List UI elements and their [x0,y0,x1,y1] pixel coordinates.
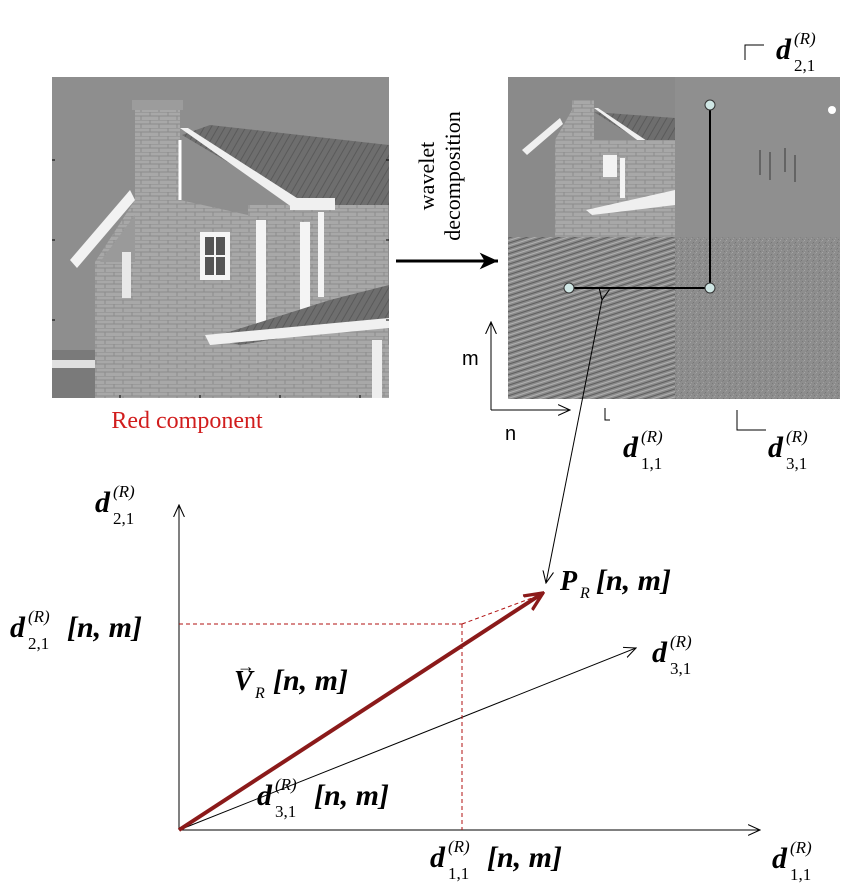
svg-text:(R): (R) [641,427,663,446]
axis-label-d21: d (R) 2,1 [95,482,135,528]
marker-d11 [563,282,575,294]
house-image-red-component [52,77,389,398]
svg-text:d: d [10,611,26,644]
axis-label-d31: d (R) 3,1 [652,632,692,678]
svg-text:2,1: 2,1 [113,509,134,528]
svg-text:3,1: 3,1 [670,659,691,678]
svg-text:1,1: 1,1 [641,454,662,473]
svg-text:(R): (R) [670,632,692,651]
svg-text:1,1: 1,1 [448,864,469,883]
svg-text:R: R [254,685,265,702]
svg-text:[n, m]: [n, m] [596,564,671,597]
svg-text:d: d [652,636,668,669]
svg-text:(R): (R) [790,838,812,857]
coord-label-d11: d (R) 1,1 [n, m] [430,837,562,883]
svg-text:d: d [257,779,273,812]
label-d11-mid: d (R) 1,1 [623,427,663,473]
svg-text:[n, m]: [n, m] [67,611,142,644]
svg-text:d: d [430,841,446,874]
svg-text:(R): (R) [275,775,297,794]
marker-to-point-connector [546,300,602,583]
axis-label-d11: d (R) 1,1 [772,838,812,884]
svg-text:3,1: 3,1 [275,802,296,821]
decomposition-label: decomposition [440,111,465,241]
svg-text:P: P [559,566,578,597]
svg-text:d: d [768,431,784,464]
svg-text:R: R [579,585,590,602]
svg-text:2,1: 2,1 [28,634,49,653]
label-d21-top: d (R) 2,1 [776,29,816,75]
svg-text:(R): (R) [794,29,816,48]
red-component-caption: Red component [111,408,263,434]
wavelet-label: wavelet [414,142,439,210]
vector-space-axes [179,505,760,830]
image-frame-ticks [52,159,389,398]
marker-d21 [704,99,716,111]
projection-dashes [179,594,541,830]
svg-text:(R): (R) [786,427,808,446]
svg-text:(R): (R) [28,607,50,626]
coord-label-d31: d (R) 3,1 [n, m] [257,775,389,821]
svg-text:[n, m]: [n, m] [314,779,389,812]
coord-label-d21: d (R) 2,1 [n, m] [10,607,142,653]
vector-VR [177,593,543,832]
m-axis-label: m [462,348,479,370]
svg-text:[n, m]: [n, m] [487,841,562,874]
svg-text:(R): (R) [448,837,470,856]
svg-text:3,1: 3,1 [786,454,807,473]
svg-text:[n, m]: [n, m] [273,664,348,697]
svg-text:V: V [234,666,255,697]
svg-text:d: d [776,33,792,66]
vector-VR-label: V → R [n, m] [234,656,348,702]
svg-text:(R): (R) [113,482,135,501]
label-d31-mid: d (R) 3,1 [768,427,808,473]
svg-text:d: d [772,842,788,875]
point-PR-label: P R [n, m] [559,564,671,602]
marker-d31 [704,282,716,294]
svg-text:d: d [95,486,111,519]
svg-text:→: → [237,656,255,676]
n-axis-label: n [505,423,516,445]
wavelet-decomposition-image [508,77,840,399]
svg-text:2,1: 2,1 [794,56,815,75]
svg-text:d: d [623,431,639,464]
svg-text:1,1: 1,1 [790,865,811,884]
